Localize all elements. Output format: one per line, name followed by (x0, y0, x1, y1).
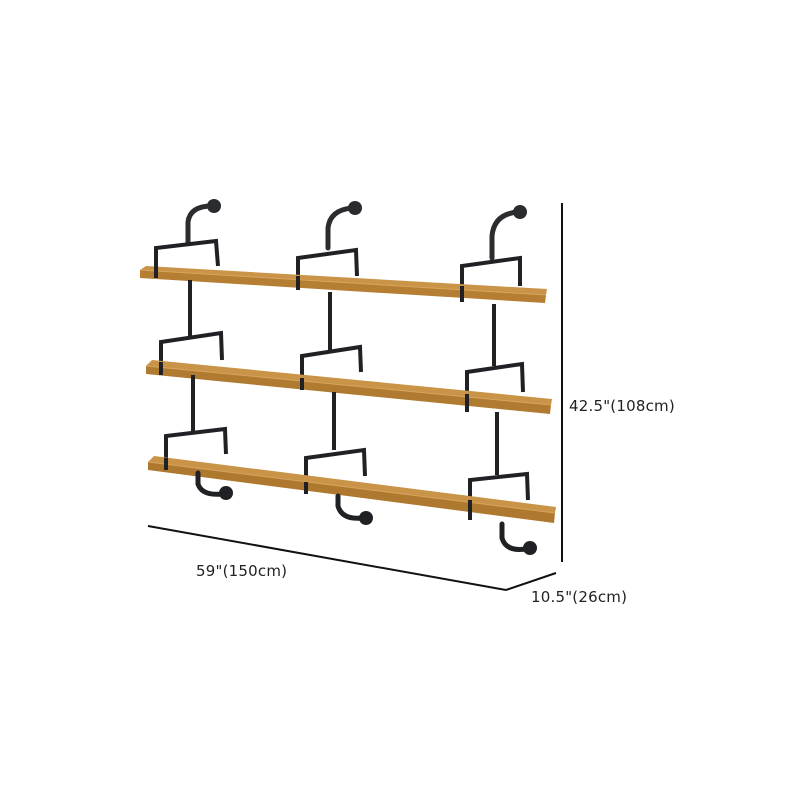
middle-shelf-group (145, 330, 552, 414)
bracket-icon (154, 238, 522, 300)
depth-dimension-line (505, 572, 557, 591)
wall-flange-icon (359, 511, 373, 525)
top-shelf-board (140, 266, 547, 295)
wall-flange-icon (219, 486, 233, 500)
bottom-shelf-group (147, 426, 556, 555)
wall-flange-icon (523, 541, 537, 555)
bracket-icon (159, 330, 525, 396)
middle-shelf-board (146, 360, 552, 405)
depth-dimension-label: 10.5"(26cm) (531, 588, 628, 606)
vertical-rod (188, 280, 496, 366)
width-dimension-line (147, 525, 507, 591)
height-dimension-label: 42.5"(108cm) (569, 397, 675, 415)
wall-hook-icon (195, 470, 529, 552)
wall-flange-icon (207, 199, 221, 213)
wall-flange-icon (513, 205, 527, 219)
top-shelf-group (139, 199, 547, 303)
vertical-rod (191, 375, 499, 475)
bottom-shelf-board (148, 456, 556, 513)
wall-flange-icon (348, 201, 362, 215)
width-dimension-label: 59"(150cm) (196, 562, 288, 580)
bracket-icon (164, 426, 530, 501)
